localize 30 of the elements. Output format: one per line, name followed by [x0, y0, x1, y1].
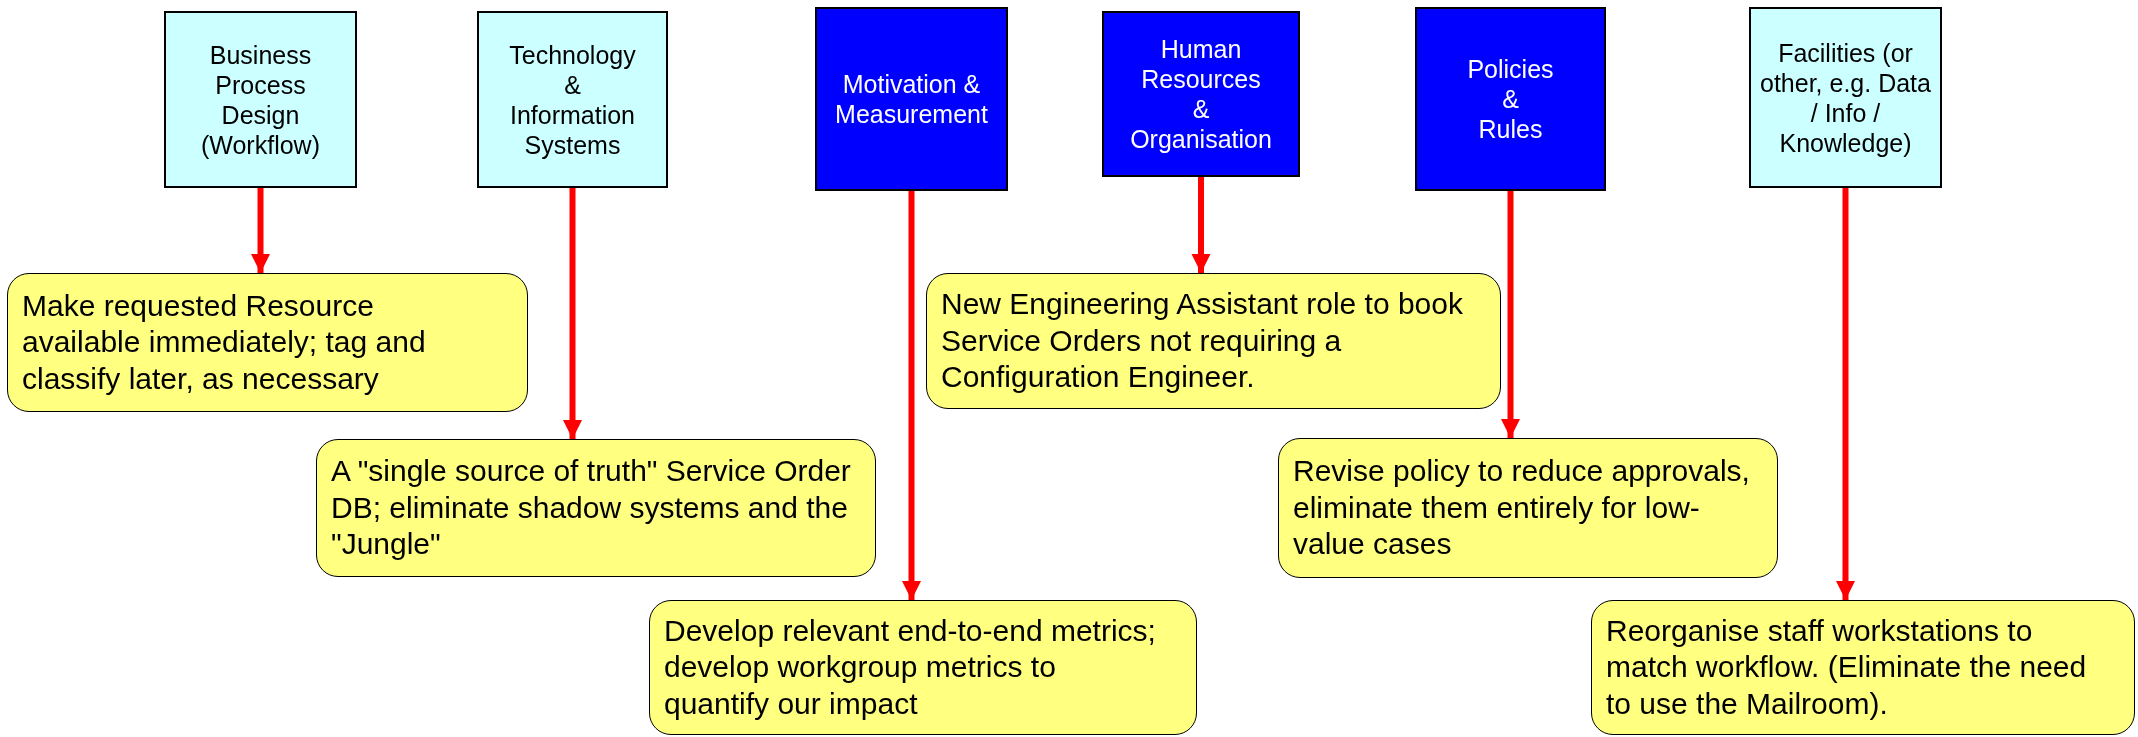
arrow — [250, 188, 271, 273]
node-label: Human Resources & Organisation — [1130, 34, 1272, 154]
arrow — [562, 188, 583, 439]
note-callout — [7, 273, 528, 412]
category-box — [477, 11, 668, 188]
node-label: Reorganise staff workstations to match workflow. (Eliminate the need to use the Mailroom). — [1606, 612, 2088, 722]
note-callout — [316, 439, 876, 577]
node-label: Technology & Information Systems — [509, 39, 636, 160]
node-label: Motivation & Measurement — [835, 69, 988, 129]
category-box — [815, 7, 1008, 191]
note-callout — [649, 600, 1197, 735]
note-callout — [1278, 438, 1778, 578]
category-box — [1415, 7, 1606, 191]
node-label: Business Process Design (Workflow) — [201, 39, 320, 160]
category-box — [1749, 7, 1942, 188]
node-label: A "single source of truth" Service Order DB; eliminate shadow systems and the "Jungle" — [331, 453, 852, 563]
category-box — [164, 11, 357, 188]
node-label: Make requested Resource available immediately; tag and classify later, as necessary — [22, 287, 427, 397]
note-callout — [926, 273, 1501, 409]
arrow — [901, 191, 922, 600]
node-label: Facilities (or other, e.g. Data / Info / Knowledge) — [1759, 37, 1932, 158]
note-callout — [1591, 600, 2135, 735]
arrow — [1500, 191, 1521, 438]
node-label: New Engineering Assistant role to book Service Orders not requiring a Configuration Engineer. — [941, 286, 1464, 396]
category-box — [1102, 11, 1300, 177]
arrow — [1835, 188, 1856, 600]
node-label: Policies & Rules — [1467, 54, 1554, 144]
node-label: Develop relevant end-to-end metrics; develop workgroup metrics to quantify our impact — [664, 612, 1157, 722]
node-label: Revise policy to reduce approvals, eliminate them entirely for low-value cases — [1293, 453, 1751, 563]
arrow — [1191, 177, 1211, 273]
